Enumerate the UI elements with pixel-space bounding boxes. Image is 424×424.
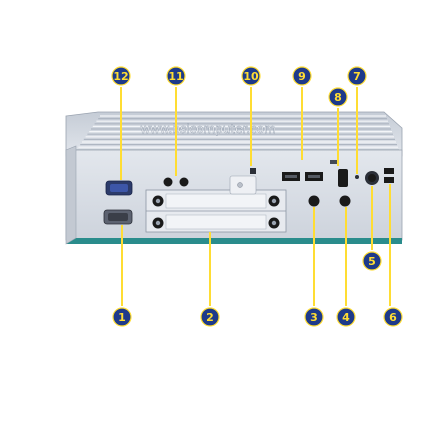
watermark: www.bsicomputer.com [140, 122, 276, 136]
reset-button-icon [355, 175, 359, 179]
callout-badge-icon [200, 307, 220, 327]
callout-badge-icon [336, 307, 356, 327]
callout-number: 11 [168, 70, 183, 83]
usb-port-icon [282, 172, 323, 181]
dio-connector-icon [163, 177, 189, 187]
callout-5: 5 [362, 186, 382, 271]
expansion-slot-2 [165, 214, 267, 230]
callout-badge-icon [292, 66, 312, 86]
usb-c-port-icon [330, 160, 348, 187]
vga-port-icon [105, 180, 133, 196]
callout-badge-icon [241, 66, 261, 86]
callout-badge-icon [347, 66, 367, 86]
callout-6: 6 [383, 184, 403, 327]
callout-badge-icon [328, 87, 348, 107]
expansion-slot-1 [165, 193, 267, 209]
callout-7: 7 [347, 66, 367, 174]
callout-number: 12 [113, 70, 128, 83]
callout-number: 6 [389, 311, 397, 324]
callout-badge-icon [362, 251, 382, 271]
callout-badge-icon [111, 66, 131, 86]
antenna-connector-icon [152, 195, 280, 229]
callout-1: 1 [112, 225, 132, 327]
callout-number: 5 [368, 255, 376, 268]
sim-cover-icon [229, 168, 257, 195]
base-stripe [66, 238, 402, 244]
callout-badge-icon [383, 307, 403, 327]
callout-badge-icon [304, 307, 324, 327]
callout-badge-icon [166, 66, 186, 86]
callout-number: 8 [334, 91, 342, 104]
callout-2: 2 [200, 232, 220, 327]
power-button-icon [365, 171, 379, 185]
callout-number: 4 [342, 311, 350, 324]
callout-number: 2 [206, 311, 214, 324]
callout-12: 12 [111, 66, 131, 180]
left-ear [65, 145, 77, 245]
callout-badge-icon [112, 307, 132, 327]
callout-4: 4 [336, 207, 356, 327]
callout-9: 9 [292, 66, 312, 160]
callout-number: 3 [310, 311, 318, 324]
usb-port-icon [384, 168, 394, 183]
audio-jack-icon [308, 195, 351, 207]
callout-8: 8 [328, 87, 348, 166]
callout-number: 10 [243, 70, 259, 83]
callout-number: 9 [298, 70, 306, 83]
callout-11: 11 [166, 66, 186, 176]
callout-number: 1 [118, 311, 126, 324]
serial-port-icon [103, 209, 133, 225]
callout-number: 7 [353, 70, 361, 83]
callout-3: 3 [304, 207, 324, 327]
chassis [65, 111, 403, 245]
callout-10: 10 [241, 66, 261, 166]
